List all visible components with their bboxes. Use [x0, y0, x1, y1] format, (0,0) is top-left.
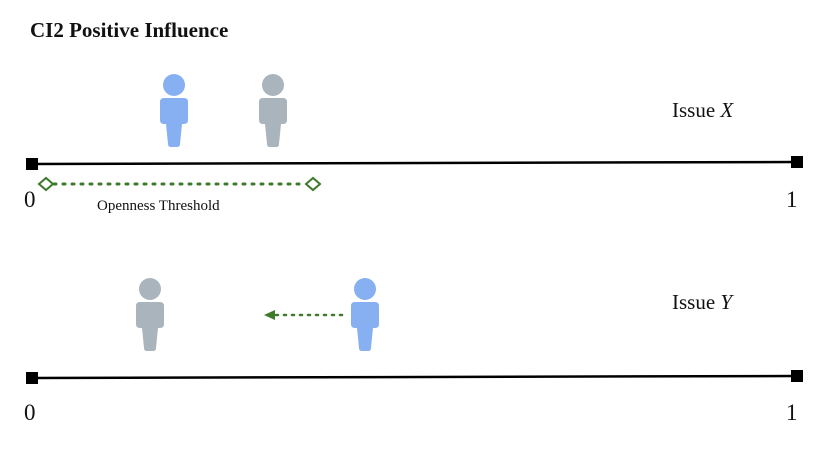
threshold-right-diamond-icon: [304, 176, 322, 192]
issue-x-axis-line: [31, 160, 798, 166]
influence-arrow: [264, 310, 346, 320]
threshold-left-diamond-icon: [37, 176, 55, 192]
issue-y-axis-min-endpoint: [26, 372, 38, 384]
issue-x-label: Issue X: [672, 98, 733, 123]
influenced-person-icon-issue-x: [259, 74, 287, 147]
issue-y-label: Issue Y: [672, 290, 732, 315]
influencer-person-icon-issue-y: [351, 278, 379, 351]
influencer-person-icon-issue-x: [160, 74, 188, 147]
issue-y-label-prefix: Issue: [672, 290, 721, 314]
openness-threshold-label: Openness Threshold: [97, 198, 220, 214]
issue-y-max-label: 1: [786, 400, 798, 425]
issue-x-axis-min-endpoint: [26, 158, 38, 170]
issue-x-label-prefix: Issue: [672, 98, 721, 122]
issue-x-axis-max-endpoint: [791, 156, 803, 168]
diagram-title: CI2 Positive Influence: [30, 18, 229, 42]
issue-y-variable: Y: [720, 290, 733, 314]
issue-y-axis-line: [31, 374, 798, 380]
issue-x-max-label: 1: [786, 187, 798, 212]
issue-x-min-label: 0: [24, 187, 36, 212]
issue-x-variable: X: [720, 98, 734, 122]
issue-y-min-label: 0: [24, 400, 36, 425]
influenced-person-icon-issue-y: [136, 278, 164, 351]
issue-y-axis: [26, 370, 803, 384]
issue-y-axis-max-endpoint: [791, 370, 803, 382]
openness-threshold: [37, 176, 322, 192]
issue-x-axis: [26, 156, 803, 170]
arrow-left-icon: [264, 310, 275, 320]
